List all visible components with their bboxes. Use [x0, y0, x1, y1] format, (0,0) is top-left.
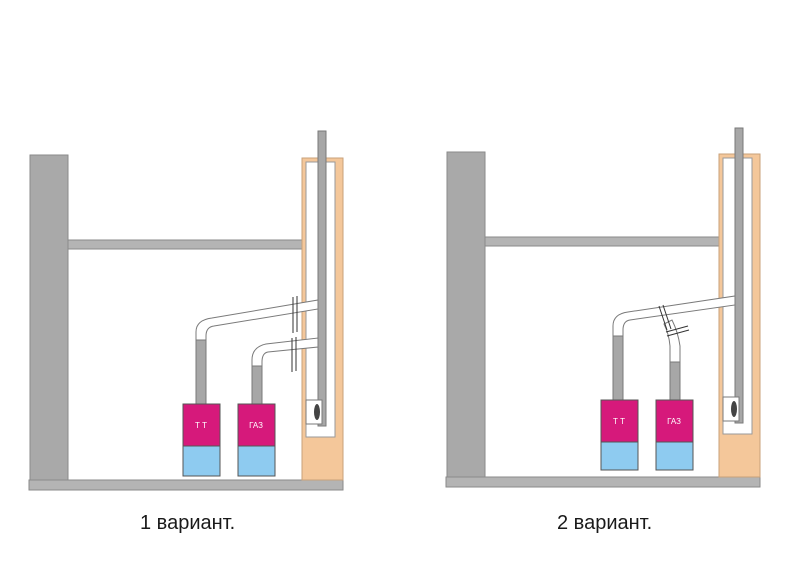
- floor-slab: [445, 476, 761, 488]
- branch-connector-pipe: [663, 319, 681, 363]
- floor-slab: [28, 479, 344, 491]
- boiler-tt-label: Т Т: [195, 421, 207, 430]
- boiler-tt-label: Т Т: [613, 417, 625, 426]
- boiler-gas-flue: [251, 365, 263, 405]
- boiler-tt: Т Т: [182, 403, 221, 477]
- boiler-tt: Т Т: [600, 399, 639, 471]
- boiler-gas-flue: [669, 361, 681, 401]
- boiler-gas-label: ГАЗ: [667, 417, 681, 426]
- boiler-gas-label: ГАЗ: [249, 421, 263, 430]
- cleanout-hatch-icon: [731, 401, 737, 417]
- left-wall: [29, 154, 69, 482]
- boiler-tt-flue: [612, 335, 624, 401]
- ceiling-slab: [484, 236, 724, 247]
- boiler-gas: ГАЗ: [237, 403, 276, 477]
- damper-icon: [658, 304, 690, 337]
- boiler-gas: ГАЗ: [655, 399, 694, 471]
- cleanout-hatch-icon: [314, 404, 320, 420]
- variant-1-scene: Т Т ГАЗ: [28, 130, 344, 491]
- ceiling-slab: [67, 239, 307, 250]
- boiler-tt-flue: [195, 339, 207, 405]
- vertical-flue-pipe: [317, 130, 327, 427]
- variant-2-scene: Т Т ГАЗ: [445, 127, 761, 488]
- lower-connector-pipe: [251, 337, 319, 367]
- upper-connector-pipe: [195, 299, 319, 341]
- variant-1-caption: 1 вариант.: [140, 512, 236, 534]
- variant-2-caption: 2 вариант.: [557, 512, 653, 534]
- damper-icon: [291, 296, 298, 372]
- main-connector-pipe: [612, 295, 736, 337]
- left-wall: [446, 151, 486, 479]
- vertical-flue-pipe: [734, 127, 744, 424]
